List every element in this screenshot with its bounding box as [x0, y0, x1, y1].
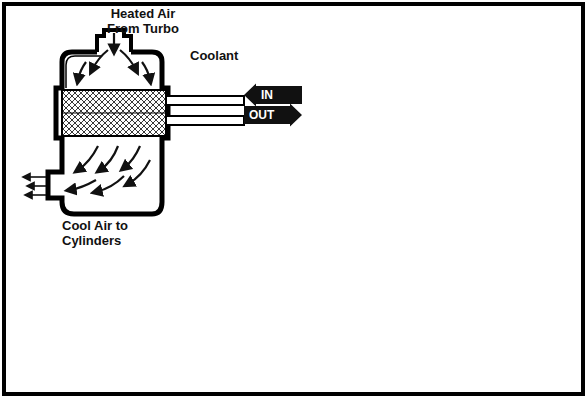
coolant-in-arrow: IN [244, 86, 302, 104]
coolant-out-arrow: OUT [244, 106, 302, 124]
arrow-fill [244, 84, 302, 107]
arrow-text: IN [261, 87, 273, 103]
arrow-text: OUT [249, 107, 274, 123]
coolant-label: Coolant [190, 48, 280, 63]
arrow-shape [244, 86, 302, 104]
arrow-fill [244, 104, 302, 127]
outlet-label: Cool Air to Cylinders [62, 218, 162, 248]
inlet-label: Heated Air From Turbo [100, 6, 186, 36]
